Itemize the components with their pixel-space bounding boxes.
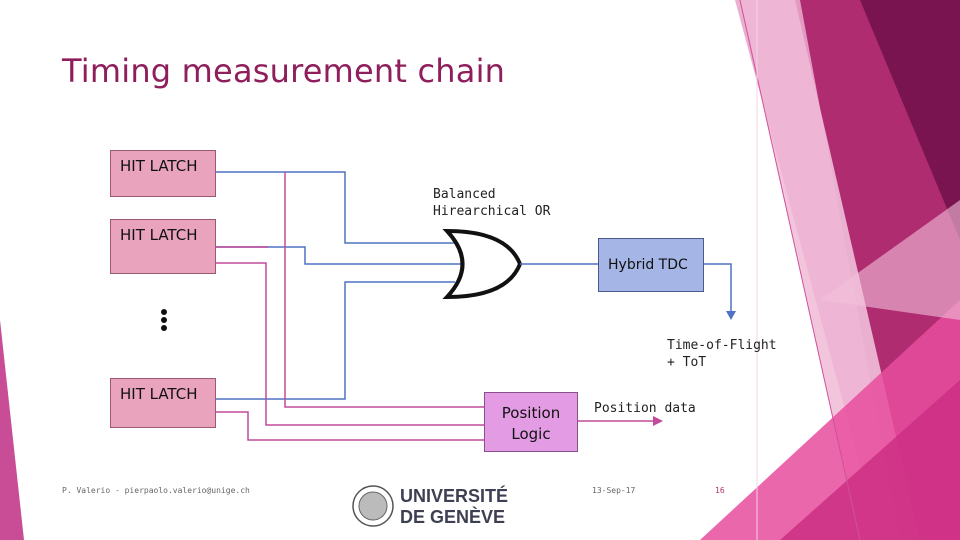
decor-right-mid-light [820,200,960,320]
dot [161,317,167,323]
hit-latch-2: HIT LATCH [110,219,216,274]
wire-latch2-to-or [216,246,475,265]
footer-page-number: 16 [715,486,725,495]
arrow-poslogic-output [653,416,663,426]
university-seal-inner [358,491,388,521]
decor-bottom-right-triangle-2 [780,380,960,540]
wire-latch3-to-or [216,281,455,400]
wire-latch1-to-poslogic [284,172,484,408]
slide-title: Timing measurement chain [62,52,506,90]
or-gate-symbol [442,228,523,300]
footer-author: P. Valerio - pierpaolo.valerio@unige.ch [62,486,250,495]
dot [161,325,167,331]
wire-latch3-to-poslogic [216,411,484,441]
decor-right-top-dark [860,0,960,240]
ellipsis-dots [161,309,169,333]
dot [161,309,167,315]
position-logic-box: Position Logic [484,392,578,452]
decor-line-1 [739,0,861,540]
hybrid-tdc-box: Hybrid TDC [598,238,704,292]
position-logic-label: Position Logic [501,404,561,443]
hit-latch-1: HIT LATCH [110,150,216,197]
wire-latch1-to-or [216,171,455,244]
university-logo-text: UNIVERSITÉ DE GENÈVE [400,486,509,527]
wire-tdc-output [704,263,732,313]
position-data-label: Position data [594,401,696,416]
footer-date: 13-Sep-17 [592,486,636,495]
or-gate-label: Balanced Hirearchical OR [433,187,551,219]
tof-label: Time-of-Flight + ToT [667,338,777,370]
decor-left-edge [0,320,24,540]
wire-latch2a-to-poslogic [216,262,484,426]
arrow-tdc-output [726,311,736,320]
hit-latch-3: HIT LATCH [110,378,216,428]
